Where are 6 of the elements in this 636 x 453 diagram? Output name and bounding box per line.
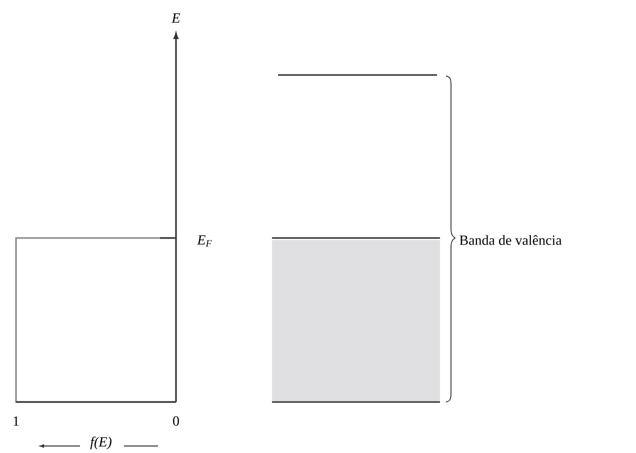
- tick-label: 1: [14, 416, 19, 426]
- axis-label: E: [172, 13, 180, 23]
- tick-label: 0: [173, 416, 179, 426]
- band-label: Banda de valência: [460, 235, 562, 245]
- axis-label: f(E): [90, 436, 112, 450]
- fermi-level-label: E$_{F}$: [197, 235, 212, 247]
